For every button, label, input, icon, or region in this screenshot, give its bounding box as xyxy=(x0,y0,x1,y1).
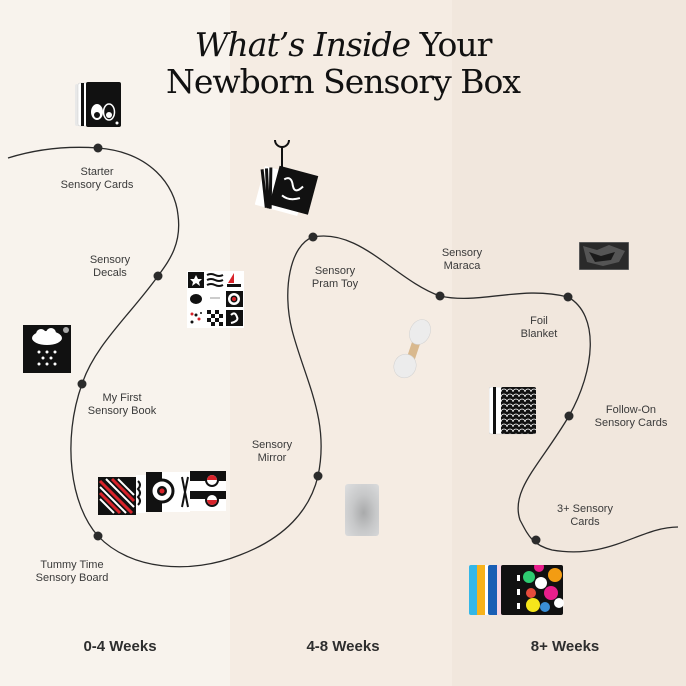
week-label-4-8: 4-8 Weeks xyxy=(306,638,380,655)
mirror-icon xyxy=(345,484,379,536)
sensory-decals-icon xyxy=(187,271,244,328)
week-label-0-4: 0-4 Weeks xyxy=(83,638,157,655)
colorful-cards-icon xyxy=(469,565,564,615)
pram-toy-icon xyxy=(255,139,319,216)
title-line1: Your xyxy=(410,25,493,64)
avocado-cards-icon xyxy=(75,82,121,127)
tummy-time-board-icon xyxy=(98,471,226,515)
title-italic: What’s Inside xyxy=(194,25,411,64)
foil-blanket-icon xyxy=(579,242,629,270)
page-title: What’s Inside Your Newborn Sensory Box xyxy=(0,26,686,100)
follow-on-cards-icon xyxy=(489,387,536,435)
timeline-dots xyxy=(77,143,574,545)
week-label-8-plus: 8+ Weeks xyxy=(530,638,600,655)
maraca-icon xyxy=(393,319,431,379)
sensory-book-icon xyxy=(23,325,71,373)
title-line2: Newborn Sensory Box xyxy=(166,62,521,101)
